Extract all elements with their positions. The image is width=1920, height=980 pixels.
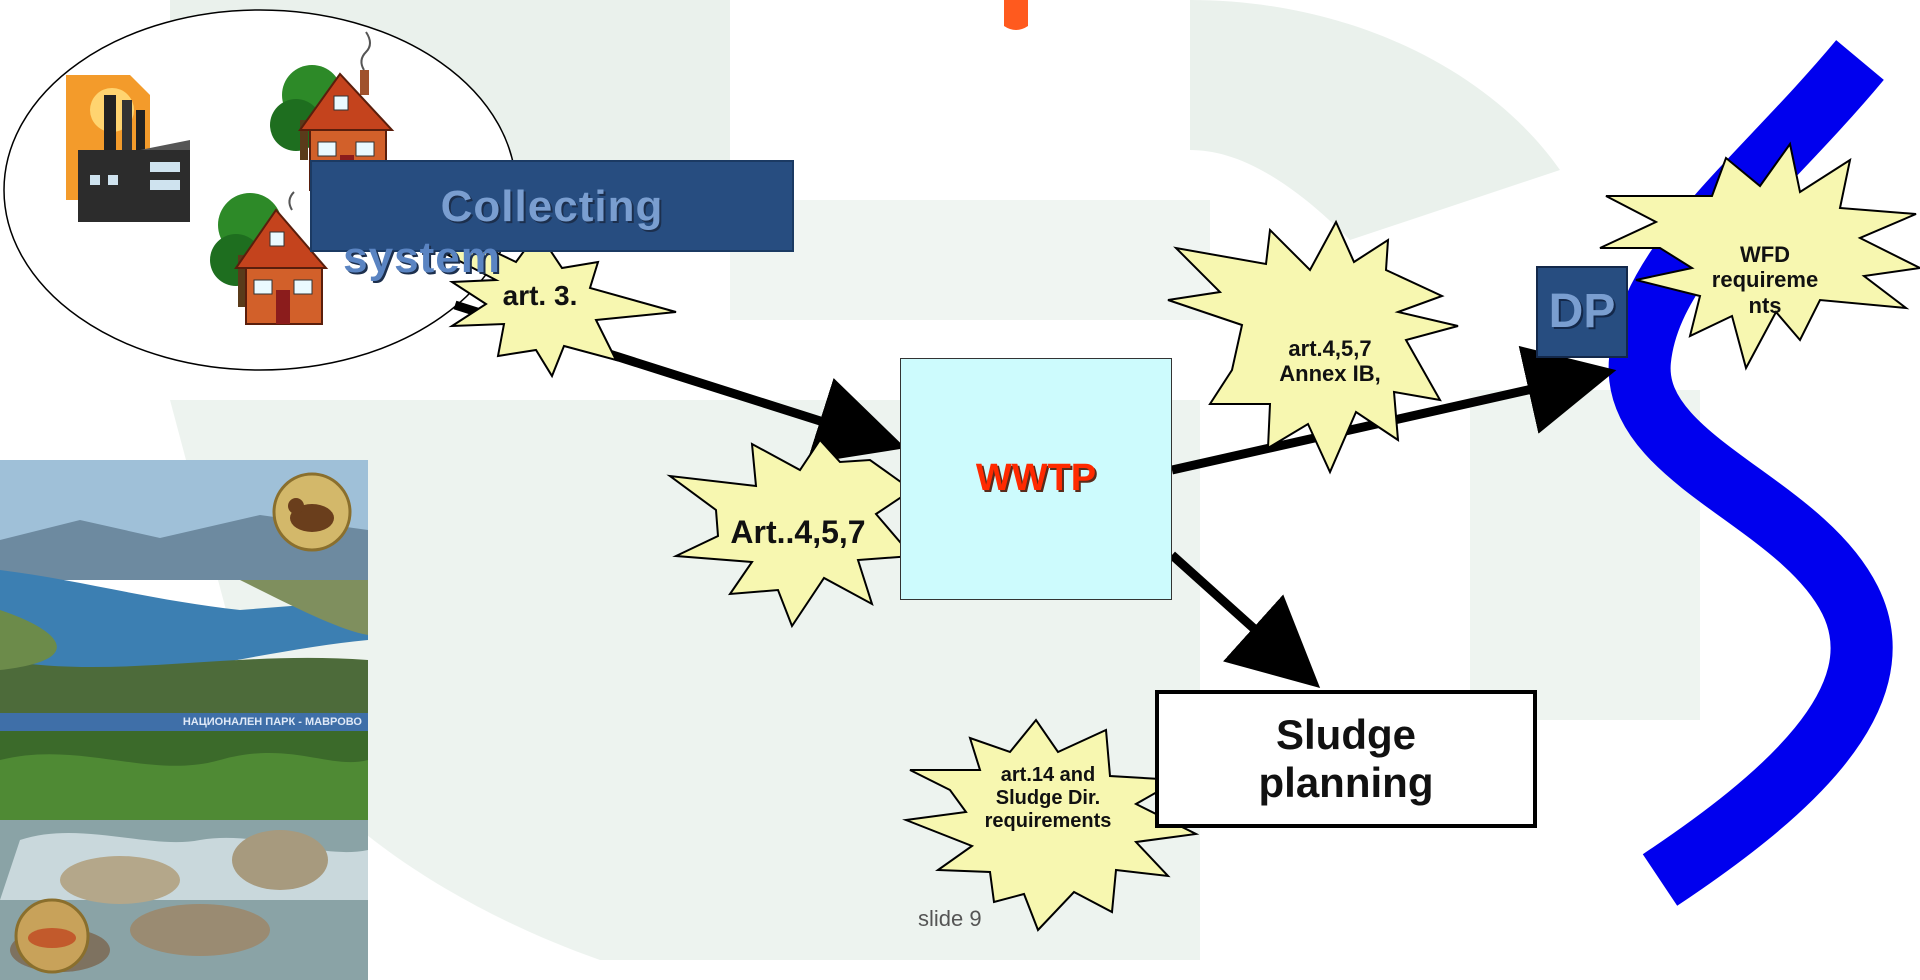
burst-art457-left-label: Art..4,5,7 [698,514,898,551]
collecting-label-line2: system [343,232,501,282]
burst-art3-label: art. 3. [480,280,600,312]
burst-wfd [1599,141,1920,371]
slide-number: slide 9 [918,906,982,931]
burst-art14-line2: Sludge Dir. [995,787,1101,809]
wwtp-box: WWTP [900,358,1172,600]
burst-art3-line1: art. 3. [502,280,578,311]
burst-art457-annex-label: art.4,5,7 Annex IB, [1250,336,1410,387]
burst-art457-annex-line2: Annex IB, [1279,361,1381,387]
burst-art14-label: art.14 and Sludge Dir. requirements [948,764,1148,833]
burst-wfd-line2: requireme [1711,267,1819,293]
sludge-label-line2: planning [1258,759,1434,806]
collecting-system-label: Collecting system [310,182,794,283]
burst-art14 [902,718,1200,932]
burst-art14-line1: art.14 and [1000,764,1096,786]
burst-art457-annex-line1: art.4,5,7 [1288,336,1372,361]
national-park-photo: НАЦИОНАЛЕН ПАРК - МАВРОВО [0,460,368,980]
orange-mark [1004,0,1028,30]
collecting-label-line1: Collecting [440,182,664,231]
burst-wfd-line1: WFD [1739,242,1791,267]
arrow-wwtp-to-sludge [1168,551,1321,689]
sludge-label-line1: Sludge [1275,710,1416,758]
factory-icon [66,75,190,222]
wwtp-label: WWTP [975,457,1097,500]
collecting-system-box [310,160,794,252]
house-icon [210,191,329,325]
photo-caption: НАЦИОНАЛЕН ПАРК - МАВРОВО [0,713,368,731]
burst-art457-left-line1: Art..4,5,7 [730,514,866,550]
burst-wfd-label: WFD requireme nts [1690,242,1840,318]
burst-art457-annex [1167,219,1459,475]
dp-label: DP [1548,285,1616,339]
sludge-planning-box: Sludge planning [1155,690,1537,828]
dp-box: DP [1536,266,1628,358]
burst-art14-line3: requirements [984,810,1112,832]
burst-wfd-line3: nts [1748,292,1782,318]
photo-artwork [0,460,368,980]
